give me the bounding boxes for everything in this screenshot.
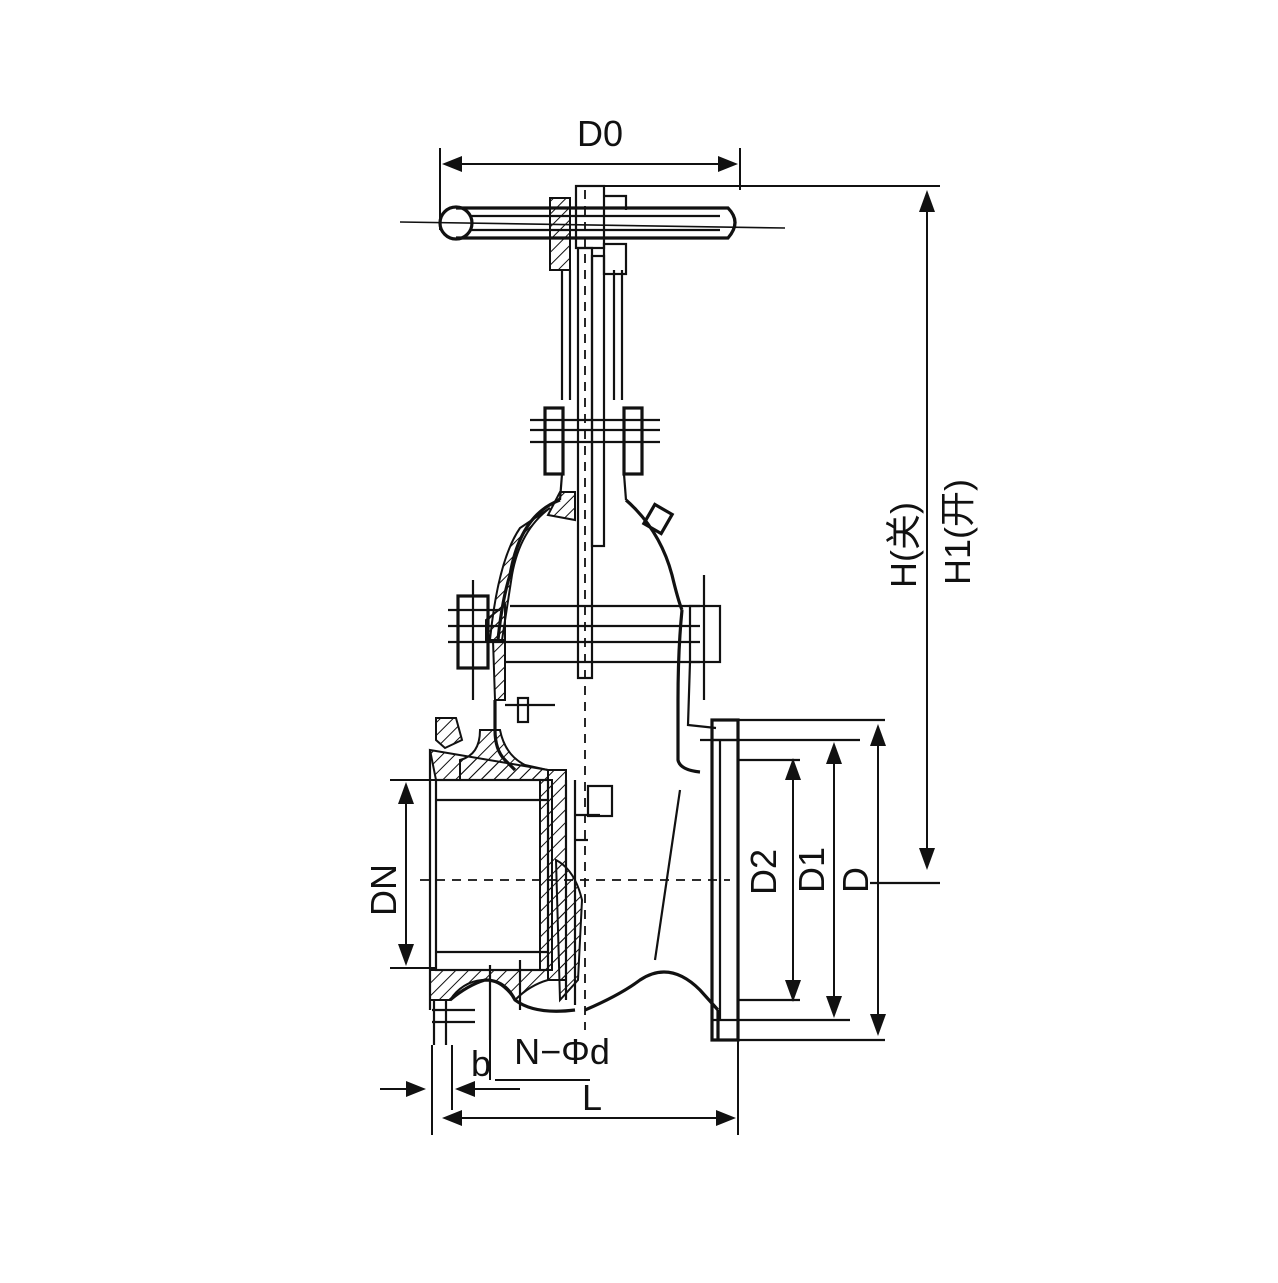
handwheel [399,184,786,276]
wedge-seat [547,769,584,1005]
label-h-closed: H(关) [883,502,924,588]
right-flange [420,718,940,1042]
label-h1-open: H1(开) [937,479,978,585]
label-d1: D1 [791,847,832,893]
dimensions [380,148,940,1135]
label-d2: D2 [743,849,784,895]
body-flange [448,575,722,700]
label-d: D [835,867,876,893]
label-n-phi-d: N−Φd [514,1031,610,1072]
left-end-connection [428,748,576,1045]
label-l: L [582,1077,602,1118]
label-b: b [471,1043,491,1084]
label-d0: D0 [577,113,623,154]
stem-yoke [560,190,624,1030]
label-dn: DN [363,864,404,916]
